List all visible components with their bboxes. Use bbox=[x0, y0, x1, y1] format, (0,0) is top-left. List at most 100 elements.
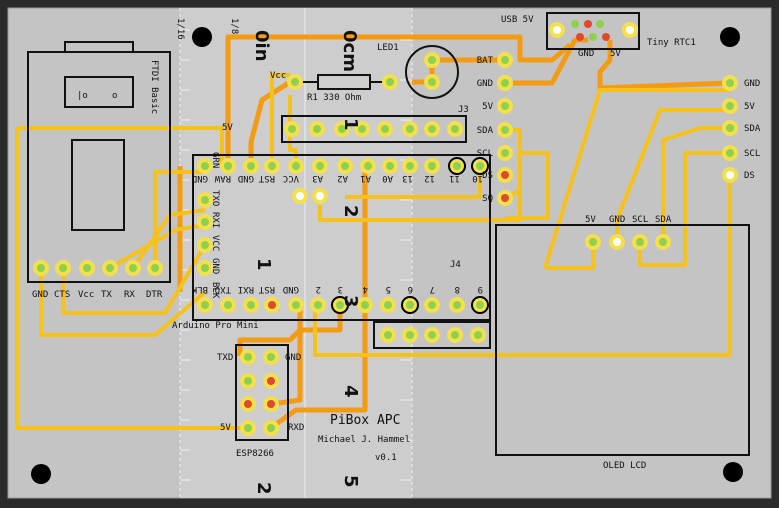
esp-pad-5[interactable] bbox=[263, 396, 279, 412]
j3-pad-0[interactable] bbox=[284, 121, 300, 137]
arduino-bottom-pad-6[interactable] bbox=[331, 296, 349, 314]
esp-pad-1[interactable] bbox=[263, 349, 279, 365]
usb-pad-1[interactable] bbox=[584, 20, 592, 28]
arduino-bottom-pin-10: 7 bbox=[430, 284, 435, 294]
right-conn-pad-3[interactable] bbox=[722, 145, 738, 161]
arduino-bottom-pad-9[interactable] bbox=[401, 296, 419, 314]
esp-pin-gnd: GND bbox=[285, 353, 301, 363]
arduino-top-pad-5[interactable] bbox=[312, 158, 328, 174]
j3-pad-5[interactable] bbox=[402, 121, 418, 137]
arduino-side-pad-3[interactable] bbox=[197, 260, 213, 276]
ftdi-pad-2[interactable] bbox=[79, 260, 95, 276]
esp-pad-0[interactable] bbox=[240, 349, 256, 365]
arduino-bottom-pad-5[interactable] bbox=[310, 297, 326, 313]
left-conn-pad-6[interactable] bbox=[497, 190, 513, 206]
arduino-bottom-pad-7[interactable] bbox=[357, 297, 373, 313]
j3-pad-4[interactable] bbox=[377, 121, 393, 137]
arduino-top-pad-1[interactable] bbox=[220, 158, 236, 174]
arduino-top-pad-12[interactable] bbox=[471, 157, 489, 175]
left-conn-pad-5[interactable] bbox=[497, 167, 513, 183]
arduino-top-pin-1: RAW bbox=[214, 173, 231, 183]
vcc-pad[interactable] bbox=[287, 74, 303, 90]
arduino-top-pad-8[interactable] bbox=[382, 158, 398, 174]
right-conn-pad-2[interactable] bbox=[722, 120, 738, 136]
left-conn-pin-2: 5V bbox=[482, 102, 493, 112]
rtc-pad-left[interactable] bbox=[549, 22, 565, 38]
oled-pad-1[interactable] bbox=[609, 234, 625, 250]
arduino-bottom-pad-4[interactable] bbox=[288, 297, 304, 313]
usb-pad-4[interactable] bbox=[589, 33, 597, 41]
j4-pad-3[interactable] bbox=[447, 327, 463, 343]
esp-pad-3[interactable] bbox=[263, 373, 279, 389]
arduino-bottom-pin-1: TXO bbox=[215, 284, 231, 294]
esp-pad-7[interactable] bbox=[263, 420, 279, 436]
esp-pad-2[interactable] bbox=[240, 373, 256, 389]
j3-pad-7[interactable] bbox=[447, 121, 463, 137]
arduino-top-pad-6[interactable] bbox=[337, 158, 353, 174]
arduino-bottom-pad-2[interactable] bbox=[243, 297, 259, 313]
j4-pad-4[interactable] bbox=[470, 327, 486, 343]
left-conn-pin-6: SQ bbox=[482, 194, 493, 204]
oled-pad-2[interactable] bbox=[632, 234, 648, 250]
j3-pad-2[interactable] bbox=[334, 121, 350, 137]
usb-pad-5[interactable] bbox=[602, 33, 610, 41]
esp-pad-6[interactable] bbox=[240, 420, 256, 436]
right-conn-pin-3: SCL bbox=[744, 149, 760, 159]
j3-pad-6[interactable] bbox=[424, 121, 440, 137]
left-conn-pad-1[interactable] bbox=[497, 75, 513, 91]
right-conn-pad-4[interactable] bbox=[722, 167, 738, 183]
right-conn-pad-1[interactable] bbox=[722, 98, 738, 114]
led-pad-a[interactable] bbox=[424, 52, 440, 68]
via-1[interactable] bbox=[292, 188, 308, 204]
left-conn-pin-3: SDA bbox=[477, 126, 494, 136]
ftdi-pad-1[interactable] bbox=[55, 260, 71, 276]
usb-label: USB 5V bbox=[501, 15, 534, 25]
ftdi-pad-0[interactable] bbox=[33, 260, 49, 276]
arduino-side-pad-2[interactable] bbox=[197, 237, 213, 253]
j4-pad-2[interactable] bbox=[424, 327, 440, 343]
arduino-bottom-pad-10[interactable] bbox=[424, 297, 440, 313]
j3-pad-1[interactable] bbox=[309, 121, 325, 137]
left-conn-pad-3[interactable] bbox=[497, 122, 513, 138]
usb-pad-0[interactable] bbox=[571, 20, 579, 28]
j4-pad-1[interactable] bbox=[402, 327, 418, 343]
arduino-bottom-pad-12[interactable] bbox=[471, 296, 489, 314]
arduino-top-pad-7[interactable] bbox=[360, 158, 376, 174]
left-conn-pin-4: SCL bbox=[477, 149, 493, 159]
j3-pad-3[interactable] bbox=[354, 121, 370, 137]
arduino-side-pad-1[interactable] bbox=[197, 214, 213, 230]
led-pad-b[interactable] bbox=[424, 74, 440, 90]
arduino-top-pad-11[interactable] bbox=[448, 157, 466, 175]
arduino-top-pad-9[interactable] bbox=[402, 158, 418, 174]
arduino-top-pad-3[interactable] bbox=[264, 158, 280, 174]
mount-hole-bl bbox=[31, 464, 51, 484]
resistor-pad[interactable] bbox=[382, 74, 398, 90]
via-2[interactable] bbox=[312, 188, 328, 204]
rtc-pad-right[interactable] bbox=[622, 22, 638, 38]
left-conn-pad-0[interactable] bbox=[497, 52, 513, 68]
j4-pad-0[interactable] bbox=[380, 327, 396, 343]
arduino-top-pad-2[interactable] bbox=[243, 158, 259, 174]
esp-pad-4[interactable] bbox=[240, 396, 256, 412]
arduino-bottom-pad-8[interactable] bbox=[380, 297, 396, 313]
ftdi-pad-3[interactable] bbox=[102, 260, 118, 276]
ftdi-pad-5[interactable] bbox=[147, 260, 163, 276]
svg-text:|o: |o bbox=[77, 91, 88, 101]
arduino-top-pad-0[interactable] bbox=[197, 158, 213, 174]
usb-pad-2[interactable] bbox=[596, 20, 604, 28]
arduino-bottom-pad-11[interactable] bbox=[449, 297, 465, 313]
oled-pad-3[interactable] bbox=[655, 234, 671, 250]
ftdi-pad-4[interactable] bbox=[125, 260, 141, 276]
left-conn-pad-4[interactable] bbox=[497, 145, 513, 161]
usb-pad-3[interactable] bbox=[576, 33, 584, 41]
arduino-bottom-pad-0[interactable] bbox=[197, 297, 213, 313]
arduino-top-pad-10[interactable] bbox=[424, 158, 440, 174]
oled-pad-0[interactable] bbox=[585, 234, 601, 250]
arduino-bottom-pad-3[interactable] bbox=[264, 297, 280, 313]
right-conn-pad-0[interactable] bbox=[722, 75, 738, 91]
arduino-side-pad-0[interactable] bbox=[197, 192, 213, 208]
left-conn-pad-2[interactable] bbox=[497, 98, 513, 114]
arduino-bottom-pad-1[interactable] bbox=[220, 297, 236, 313]
arduino-top-pad-4[interactable] bbox=[288, 158, 304, 174]
